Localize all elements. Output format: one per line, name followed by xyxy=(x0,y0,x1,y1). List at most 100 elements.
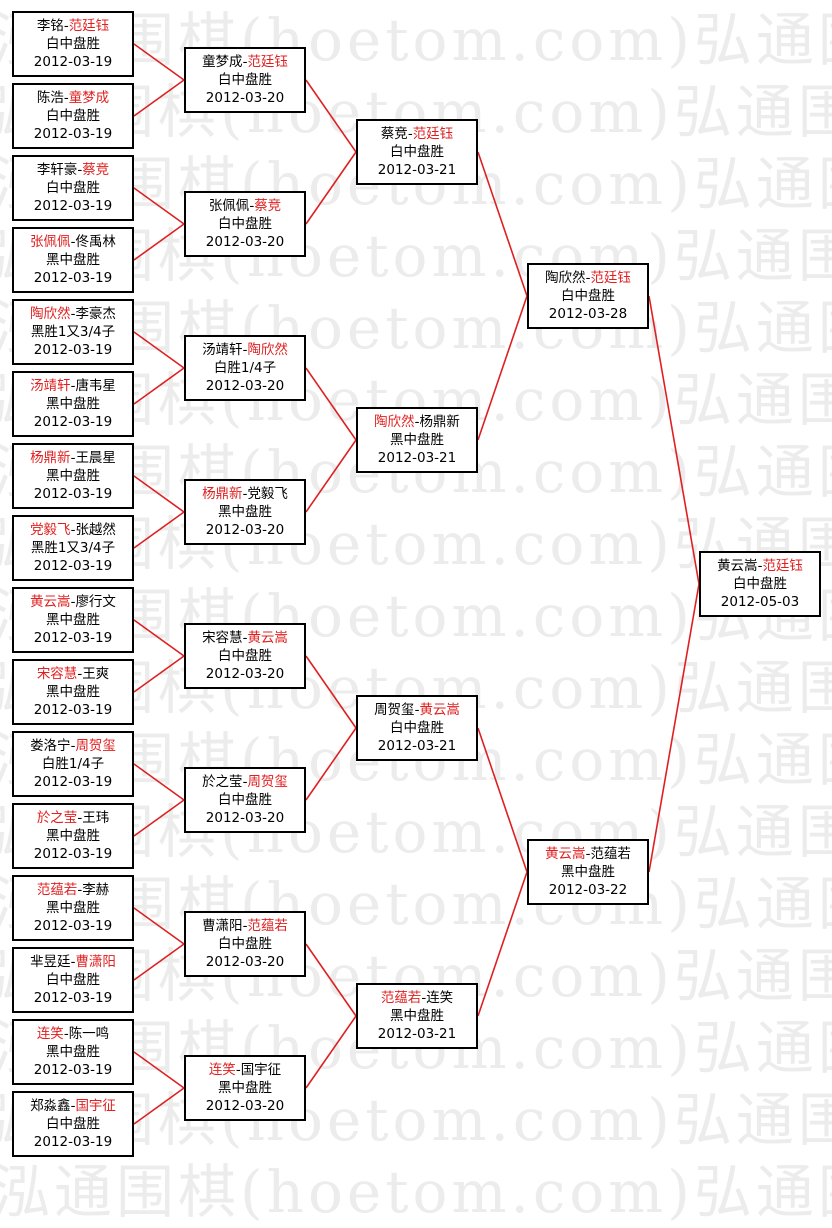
player-two: 王晨星 xyxy=(75,450,116,466)
match-players: 连笑-国宇征 xyxy=(209,1061,281,1079)
match-players: 李轩豪-蔡竞 xyxy=(37,161,109,179)
connector-line xyxy=(133,43,185,81)
vs-dash: - xyxy=(421,990,427,1006)
connector-line xyxy=(133,619,185,657)
player-one: 李铭 xyxy=(36,18,64,34)
match-result: 白中盘胜 xyxy=(46,180,100,196)
match-result: 白中盘胜 xyxy=(218,648,272,664)
connector-line xyxy=(477,871,528,1017)
player-one: 连笑 xyxy=(208,1062,236,1078)
player-one: 李轩豪 xyxy=(36,162,78,178)
player-one: 黄云嵩 xyxy=(545,846,586,862)
player-two: 周贺玺 xyxy=(247,774,288,790)
match-date: 2012-03-19 xyxy=(33,486,113,502)
connector-line xyxy=(133,907,185,945)
player-two: 国宇征 xyxy=(240,1062,282,1078)
vs-dash: - xyxy=(77,666,83,682)
player-one: 连笑 xyxy=(36,1026,64,1042)
vs-dash: - xyxy=(585,270,591,286)
player-one: 娄洛宁 xyxy=(30,738,71,754)
match-date: 2012-03-20 xyxy=(205,90,285,106)
vs-dash: - xyxy=(242,918,248,934)
match-date: 2012-03-19 xyxy=(33,846,113,862)
match-date: 2012-03-19 xyxy=(33,414,113,430)
vs-dash: - xyxy=(414,702,420,718)
player-one: 陈浩 xyxy=(36,90,64,106)
match-date: 2012-03-19 xyxy=(33,990,113,1006)
match-result: 白中盘胜 xyxy=(46,36,100,52)
match-date: 2012-03-19 xyxy=(33,126,113,142)
match-players: 陶欣然-范廷钰 xyxy=(545,269,631,287)
match-players: 陶欣然-李豪杰 xyxy=(30,305,116,323)
player-one: 张佩佩 xyxy=(208,198,250,214)
player-two: 杨鼎新 xyxy=(419,414,460,430)
player-one: 周贺玺 xyxy=(374,702,415,718)
vs-dash: - xyxy=(70,522,76,538)
match-date: 2012-03-19 xyxy=(33,198,113,214)
player-two: 范廷钰 xyxy=(412,126,454,142)
match-result: 黑中盘胜 xyxy=(46,468,100,484)
match-players: 杨鼎新-党毅飞 xyxy=(202,485,288,503)
match-date: 2012-03-19 xyxy=(33,558,113,574)
connector-line xyxy=(305,1015,357,1089)
player-one: 於之莹 xyxy=(202,774,243,790)
player-one: 陶欣然 xyxy=(30,306,71,322)
player-two: 党毅飞 xyxy=(247,486,288,502)
player-one: 於之莹 xyxy=(36,810,78,826)
vs-dash: - xyxy=(242,774,248,790)
vs-dash: - xyxy=(70,1098,76,1114)
match-date: 2012-05-03 xyxy=(720,594,800,610)
connector-line xyxy=(305,79,357,153)
match-date: 2012-03-19 xyxy=(33,774,113,790)
player-two: 童梦成 xyxy=(68,90,110,106)
player-two: 周贺玺 xyxy=(75,738,116,754)
match-result: 黑中盘胜 xyxy=(218,504,272,520)
match-date: 2012-03-19 xyxy=(33,54,113,70)
match-result: 黑中盘胜 xyxy=(46,900,100,916)
match-players: 张佩佩-蔡竞 xyxy=(209,197,281,215)
match-result: 白中盘胜 xyxy=(390,720,444,736)
match-players: 张佩佩-佟禹林 xyxy=(30,233,116,251)
player-two: 王爽 xyxy=(82,666,110,682)
vs-dash: - xyxy=(77,162,83,178)
vs-dash: - xyxy=(585,846,591,862)
vs-dash: - xyxy=(757,558,763,574)
player-two: 范廷钰 xyxy=(247,54,288,70)
player-one: 郑淼鑫 xyxy=(30,1098,71,1114)
player-two: 李豪杰 xyxy=(75,306,116,322)
connector-line xyxy=(305,655,357,729)
match-players: 陈浩-童梦成 xyxy=(37,89,109,107)
connector-line xyxy=(133,511,185,549)
match-date: 2012-03-21 xyxy=(377,738,457,754)
player-one: 范蕴若 xyxy=(36,882,78,898)
match-date: 2012-03-21 xyxy=(377,162,457,178)
connector-line xyxy=(133,331,185,369)
match-result: 黑中盘胜 xyxy=(46,828,100,844)
match-players: 汤靖轩-唐韦星 xyxy=(30,377,116,395)
player-one: 汤靖轩 xyxy=(202,342,243,358)
player-one: 陶欣然 xyxy=(545,270,586,286)
match-players: 陶欣然-杨鼎新 xyxy=(374,413,460,431)
vs-dash: - xyxy=(77,810,83,826)
match-players: 汤靖轩-陶欣然 xyxy=(202,341,288,359)
match-result: 黑中盘胜 xyxy=(46,1044,100,1060)
player-one: 杨鼎新 xyxy=(30,450,71,466)
match-players: 连笑-陈一鸣 xyxy=(37,1025,109,1043)
connector-line xyxy=(133,943,185,981)
match-date: 2012-03-22 xyxy=(548,882,628,898)
vs-dash: - xyxy=(242,486,248,502)
vs-dash: - xyxy=(242,342,248,358)
connector-line xyxy=(133,367,185,405)
match-players: 杨鼎新-王晨星 xyxy=(30,449,116,467)
match-result: 黑中盘胜 xyxy=(46,684,100,700)
match-result: 黑中盘胜 xyxy=(46,252,100,268)
